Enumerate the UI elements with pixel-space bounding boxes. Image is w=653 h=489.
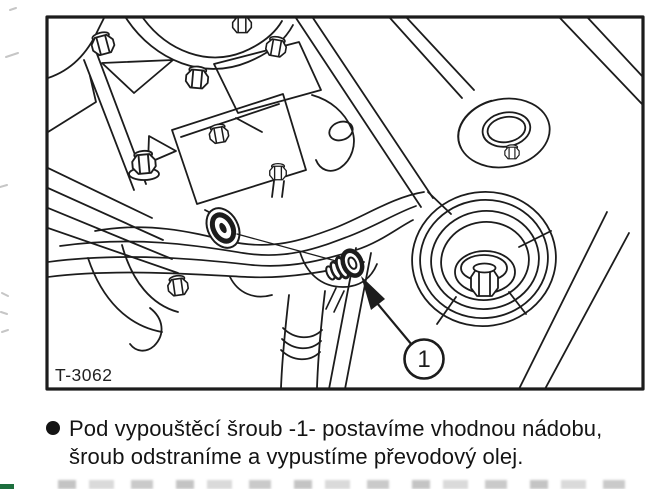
- corner-scan-mark: [0, 484, 14, 489]
- callout-number: 1: [417, 346, 430, 373]
- hatch-lines: [325, 287, 345, 313]
- instruction-text: Pod vypouštěcí šroub -1- postavíme vhodn…: [69, 415, 602, 470]
- fastener-set: [88, 18, 289, 298]
- leader-line: [236, 233, 337, 262]
- drain-plug: [325, 248, 365, 281]
- caption-line-2: šroub odstraníme a vypustíme převodový o…: [69, 443, 524, 469]
- body-panel-lines: [295, 18, 642, 388]
- bullet-icon: [46, 421, 60, 435]
- bracket-cylinder: [280, 290, 326, 388]
- instruction-bullet-item: Pod vypouštěcí šroub -1- postavíme vhodn…: [46, 415, 648, 470]
- caption-line-1: Pod vypouštěcí šroub -1- postavíme vhodn…: [69, 416, 603, 441]
- scan-edge-artifacts: [0, 7, 19, 333]
- engine-mount: [411, 190, 557, 328]
- hex-bolt: [130, 148, 158, 176]
- figure-frame: [45, 15, 645, 391]
- drain-bore: [205, 207, 241, 249]
- hex-bolt: [504, 144, 520, 160]
- callout-circle: 1: [403, 338, 445, 380]
- callout-arrow: [361, 276, 414, 347]
- hex-bolt: [184, 64, 210, 90]
- hex-bolt: [269, 162, 287, 181]
- figure-ref-label: T-3062: [55, 365, 112, 385]
- cropped-next-line-ghost: [58, 480, 648, 489]
- stud: [271, 180, 285, 198]
